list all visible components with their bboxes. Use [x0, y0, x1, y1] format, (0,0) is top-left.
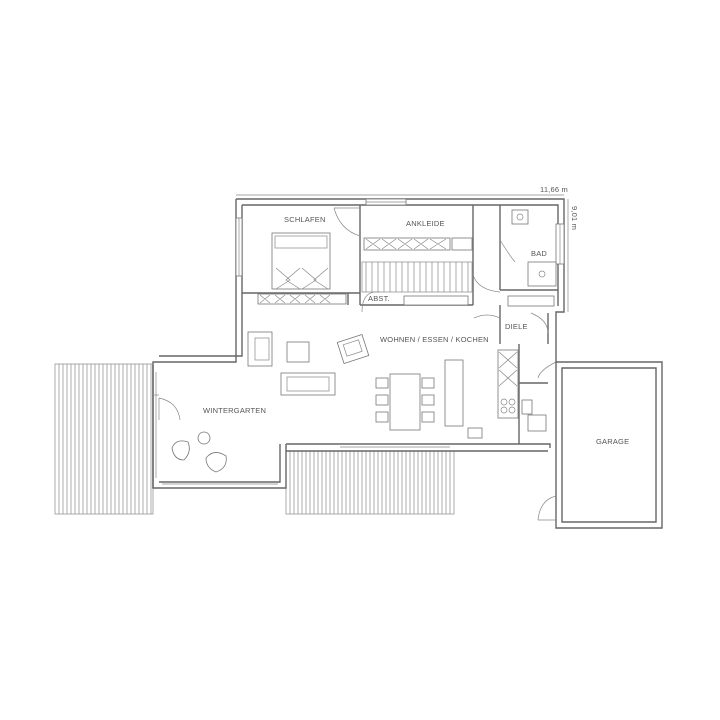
wardrobe-ankleide — [363, 237, 473, 306]
dimension-lines: 11,66 m 9,01 m — [236, 185, 579, 312]
room-label-ankleide: ANKLEIDE — [406, 219, 445, 228]
garage — [537, 361, 663, 529]
room-label-abst: ABST. — [368, 294, 390, 303]
terrace-front — [285, 450, 455, 515]
exterior-walls — [152, 198, 565, 489]
dimension-depth: 9,01 m — [570, 206, 579, 230]
bathroom-fixtures — [507, 209, 557, 307]
room-label-schlafen: SCHLAFEN — [284, 215, 326, 224]
living-furniture — [247, 331, 370, 396]
room-label-garage: GARAGE — [596, 437, 629, 446]
windows — [153, 198, 565, 485]
dining-table — [375, 373, 435, 431]
room-label-bad: BAD — [531, 249, 547, 258]
dimension-width: 11,66 m — [540, 185, 568, 194]
wintergarten-furniture — [171, 431, 227, 473]
wardrobe-bedroom — [257, 293, 347, 305]
room-label-diele: DIELE — [505, 322, 528, 331]
terrace-left — [54, 363, 154, 515]
bed — [271, 232, 331, 290]
doors — [158, 207, 557, 421]
kitchen — [444, 349, 547, 439]
room-label-wohnen: WOHNEN / ESSEN / KOCHEN — [380, 335, 489, 344]
room-label-wintergarten: WINTERGARTEN — [203, 406, 266, 415]
staircase — [361, 261, 473, 293]
